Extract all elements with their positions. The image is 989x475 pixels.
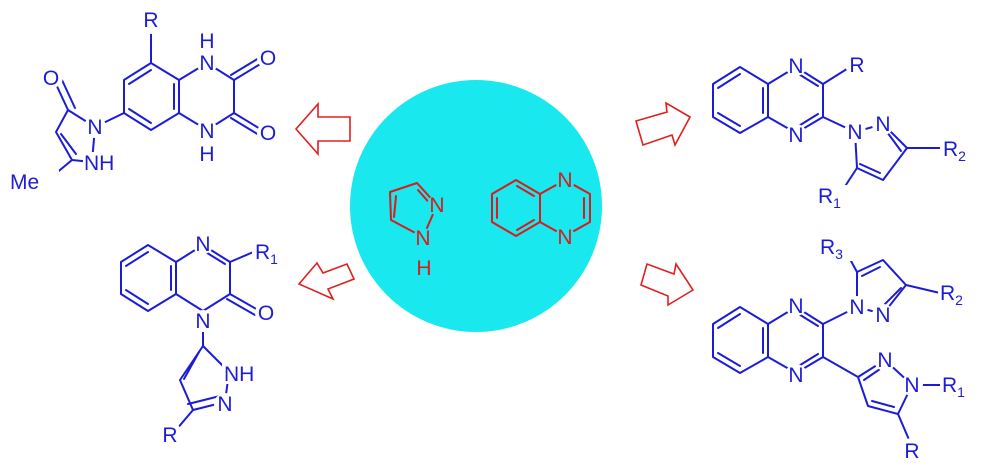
top-right-n-bottom: N [788, 124, 803, 147]
top-left-nh-top-h: H [199, 30, 214, 53]
structure-top-left: R H N N H O O O N NH Me [10, 9, 279, 194]
top-right-r1-label: R1 [818, 185, 841, 211]
top-left-oxo-bottom: O [260, 122, 276, 145]
top-right-n-top: N [788, 55, 803, 78]
top-left-methyl-label: Me [10, 171, 39, 194]
bottom-left-n-amide: N [195, 310, 210, 333]
central-circle [350, 80, 602, 332]
structure-top-right: N N R N N R2 R1 [712, 52, 976, 211]
top-right-pyrazole-n1: N [847, 121, 862, 144]
bottom-left-n-top: N [195, 233, 210, 256]
arrow-to-top-right [635, 101, 692, 148]
central-quinoxaline: N N [491, 169, 591, 249]
top-left-oxo-top: O [260, 47, 276, 70]
bottom-left-pyrazole-nh: NH [224, 363, 254, 386]
top-left-nh-bottom-n: N [199, 120, 214, 143]
top-left-pyrazolone-n: N [87, 116, 102, 139]
bottom-right-r1-label: R1 [942, 374, 965, 400]
bottom-right-r2-label: R2 [940, 282, 963, 308]
bottom-right-lower-n2: N [877, 349, 892, 372]
arrow-to-bottom-right [640, 261, 695, 307]
bottom-right-lower-n1: N [904, 374, 919, 397]
top-right-pyrazole-n2: N [875, 113, 890, 136]
quinoxaline-n-top-label: N [557, 169, 572, 192]
structure-bottom-left: N R1 N O NH N R [120, 232, 292, 447]
bottom-left-oxo: O [258, 302, 274, 325]
top-left-pyrazolone-oxo: O [43, 67, 59, 90]
top-left-nh-top-n: N [199, 52, 214, 75]
top-right-r-label: R [849, 54, 864, 77]
arrow-to-bottom-left [297, 261, 356, 301]
bottom-right-upper-n2: N [875, 304, 890, 327]
bottom-left-r-label: R [162, 424, 177, 447]
central-pyrazole: N N H [389, 182, 447, 280]
quinoxaline-n-bottom-label: N [557, 226, 572, 249]
top-left-pyrazolone-nh: NH [84, 152, 114, 175]
top-right-r2-label: R2 [943, 138, 966, 164]
bottom-right-upper-n1: N [849, 296, 864, 319]
pyrazole-n-label: N [429, 194, 444, 217]
top-left-nh-bottom-h: H [199, 143, 214, 166]
structure-bottom-right: N N R3 N N R2 N N R1 R [712, 235, 980, 463]
pyrazole-h-label: H [416, 257, 431, 280]
bottom-right-n-top: N [788, 295, 803, 318]
arrow-to-top-left [294, 101, 351, 157]
bottom-right-r3-label: R3 [820, 236, 843, 262]
bottom-left-pyrazole-n: N [217, 393, 232, 416]
bottom-right-n-bottom: N [788, 364, 803, 387]
bottom-right-r-label: R [904, 440, 919, 463]
pyrazole-nh-n-label: N [415, 227, 430, 250]
top-left-r-label: R [143, 9, 158, 32]
bottom-left-r1-label: R1 [255, 241, 278, 267]
